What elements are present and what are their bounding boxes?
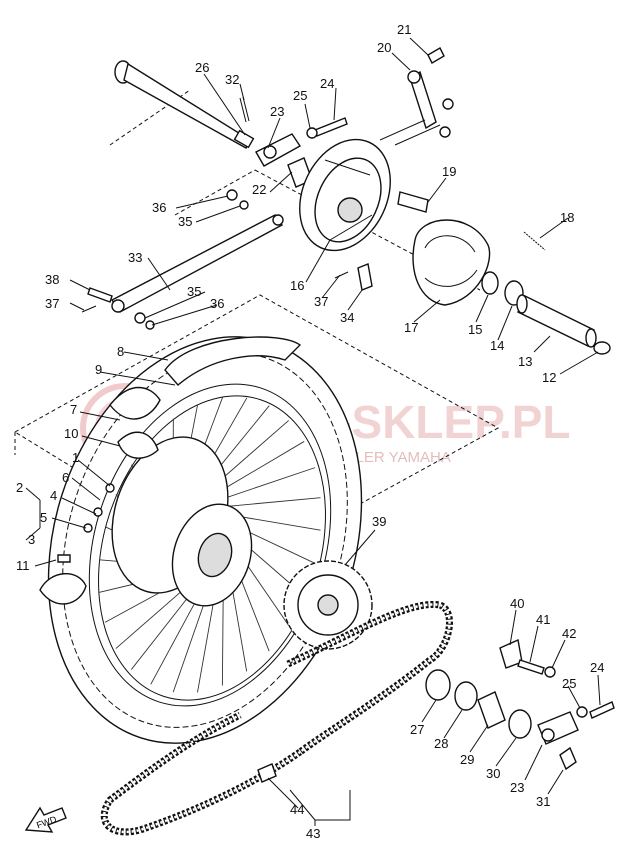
pin-37-right	[334, 271, 349, 279]
callout-33: 33	[128, 250, 142, 265]
callout-28: 28	[434, 736, 448, 751]
bearing-left	[481, 271, 499, 295]
callout-23-lower: 23	[510, 780, 524, 795]
rear-sprocket	[283, 560, 373, 650]
hub-spacer	[516, 294, 597, 348]
brake-camshaft	[397, 191, 429, 213]
bolt-38	[87, 287, 113, 303]
pin-37-left	[81, 305, 97, 313]
callout-41: 41	[536, 612, 550, 627]
master-link	[257, 763, 277, 783]
callout-3: 3	[28, 532, 35, 547]
callout-37-left: 37	[45, 296, 59, 311]
callout-40: 40	[510, 596, 524, 611]
callout-16: 16	[290, 278, 304, 293]
callout-36-upper: 36	[152, 200, 166, 215]
callout-22: 22	[252, 182, 266, 197]
callout-43: 43	[306, 826, 320, 841]
drive-chain	[100, 600, 453, 836]
callout-31: 31	[536, 794, 550, 809]
callout-26: 26	[195, 60, 209, 75]
callout-4: 4	[50, 488, 57, 503]
nut-upper	[226, 189, 238, 201]
callout-29: 29	[460, 752, 474, 767]
callout-17: 17	[404, 320, 418, 335]
callout-19: 19	[442, 164, 456, 179]
callout-42: 42	[562, 626, 576, 641]
oil-seal	[593, 341, 611, 355]
callout-11: 11	[16, 558, 30, 573]
callout-20: 20	[377, 40, 391, 55]
chain-puller-upper	[255, 117, 348, 167]
callout-7: 7	[70, 402, 77, 417]
washer-upper	[239, 200, 249, 210]
brake-cam-lever	[379, 47, 454, 146]
brake-shoe-plate	[299, 138, 391, 252]
callout-34: 34	[340, 310, 354, 325]
callout-6: 6	[62, 470, 69, 485]
tension-bar	[110, 214, 284, 313]
nut-lower	[134, 312, 146, 324]
callout-36-lower: 36	[210, 296, 224, 311]
callout-39: 39	[372, 514, 386, 529]
callout-35-upper: 35	[178, 214, 192, 229]
bolt-34	[357, 263, 373, 291]
callout-21: 21	[397, 22, 411, 37]
callout-25-upper: 25	[293, 88, 307, 103]
callout-2: 2	[16, 480, 23, 495]
callout-37-right: 37	[314, 294, 328, 309]
tire-tube-band	[109, 336, 302, 459]
spoke	[218, 497, 321, 508]
callout-15: 15	[468, 322, 482, 337]
wheel-small-parts	[57, 483, 115, 563]
rear-axle	[114, 60, 255, 149]
callout-25-lower: 25	[562, 676, 576, 691]
washer-lower	[145, 320, 155, 330]
callout-10: 10	[64, 426, 78, 441]
callout-27: 27	[410, 722, 424, 737]
callout-38: 38	[45, 272, 59, 287]
callout-5: 5	[40, 510, 47, 525]
callout-30: 30	[486, 766, 500, 781]
cotter-pin	[239, 96, 250, 123]
callout-24-upper: 24	[320, 76, 334, 91]
callout-labels: 21 20 26 32 24 25 23 19 22 36 35 18 33 3…	[16, 22, 604, 841]
callout-23-upper: 23	[270, 104, 284, 119]
right-side-hub-parts	[425, 638, 615, 771]
callout-14: 14	[490, 338, 504, 353]
callout-9: 9	[95, 362, 102, 377]
brake-shoes	[412, 219, 491, 306]
callout-24-lower: 24	[590, 660, 604, 675]
spoke	[212, 467, 316, 503]
callout-12: 12	[542, 370, 556, 385]
wheel-hub	[111, 436, 253, 607]
hub-collar	[39, 572, 87, 605]
callout-13: 13	[518, 354, 532, 369]
callout-35-lower: 35	[187, 284, 201, 299]
leader-lines	[25, 37, 601, 826]
fwd-arrow-icon: FWD	[24, 806, 67, 833]
callout-32: 32	[225, 72, 239, 87]
callout-18: 18	[560, 210, 574, 225]
callout-8: 8	[117, 344, 124, 359]
brake-spring	[523, 231, 546, 251]
callout-44: 44	[290, 802, 304, 817]
callout-1: 1	[72, 450, 79, 465]
